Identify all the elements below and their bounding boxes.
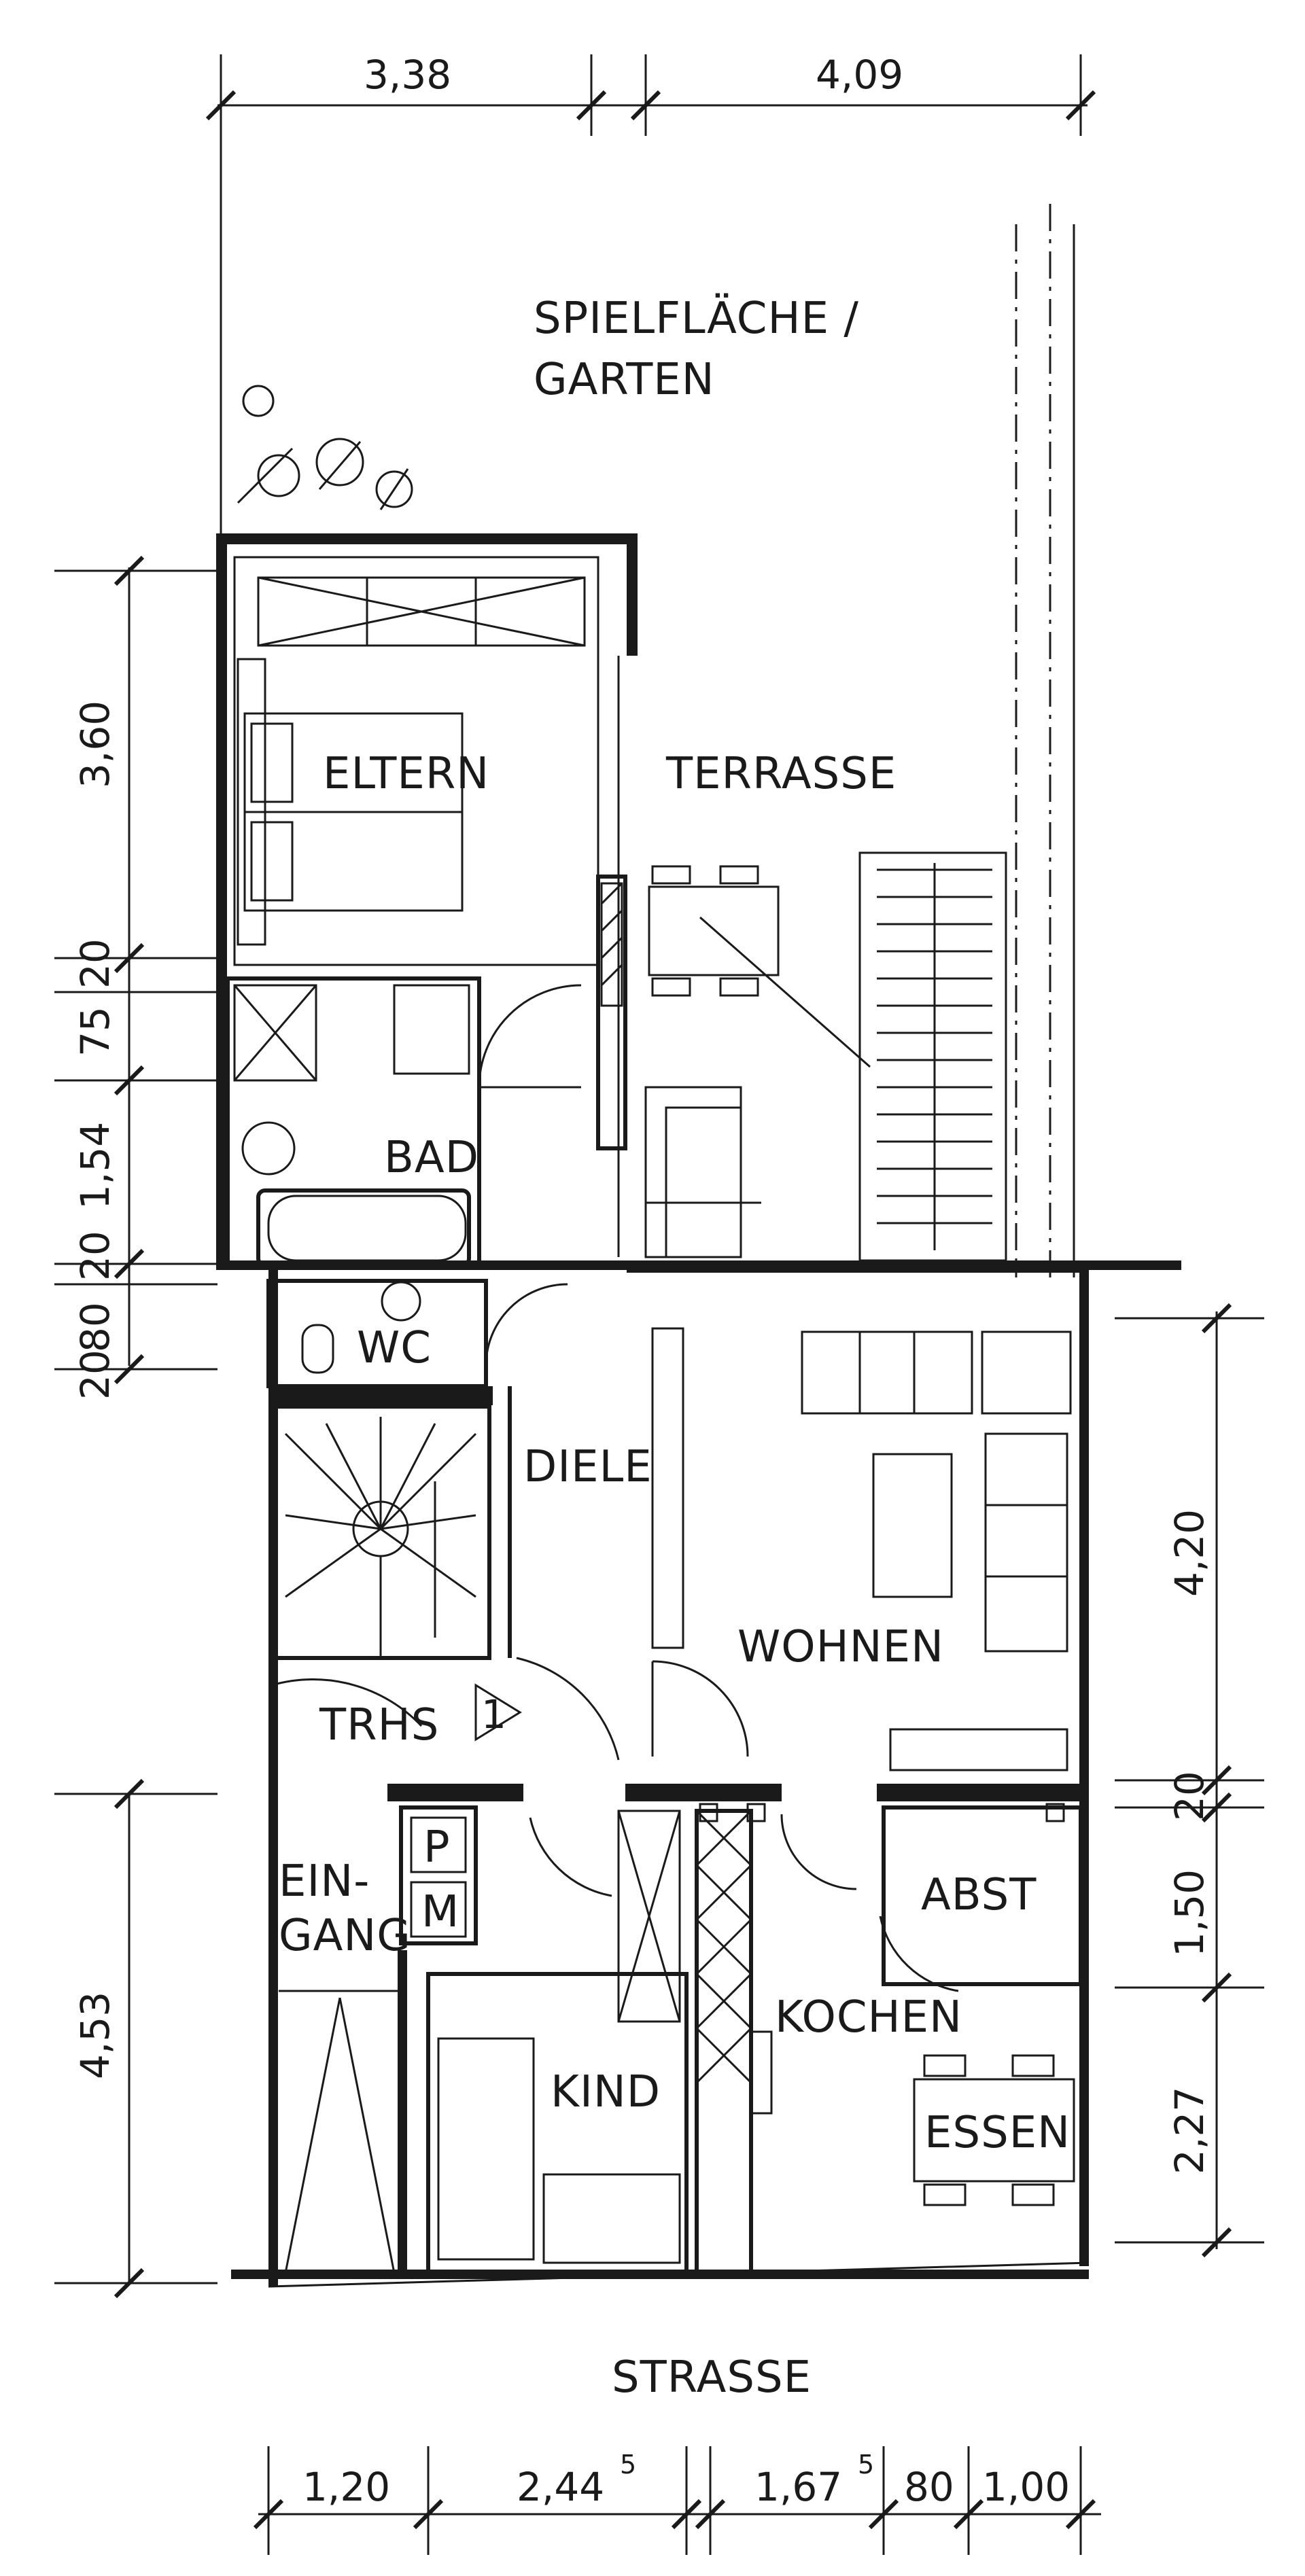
dim-left-6: 80 bbox=[72, 1302, 118, 1352]
label-essen: ESSEN bbox=[924, 2108, 1071, 2158]
label-wohnen: WOHNEN bbox=[737, 1622, 944, 1672]
dim-top-1: 3,38 bbox=[364, 52, 451, 98]
dim-right-3: 1,50 bbox=[1166, 1869, 1213, 1957]
dim-bottom-4: 80 bbox=[904, 2464, 954, 2510]
right-dimension-chain: 4,20 20 1,50 2,27 bbox=[1115, 1303, 1264, 2258]
room-kochen: KOCHEN bbox=[695, 1809, 962, 2275]
garden-label-line2: GARTEN bbox=[534, 355, 715, 405]
room-abst: ABST bbox=[879, 1805, 1083, 1992]
top-dimension-chain: 3,38 4,09 bbox=[205, 52, 1096, 224]
dim-bottom-1: 1,20 bbox=[302, 2464, 390, 2510]
left-dimension-chain: 3,60 20 75 1,54 20 80 20 4,53 bbox=[54, 555, 218, 2299]
dim-right-1: 4,20 bbox=[1166, 1509, 1213, 1597]
label-terrasse: TERRASSE bbox=[665, 749, 897, 799]
room-wc: WC bbox=[266, 1279, 568, 1388]
meter-m: M bbox=[421, 1887, 459, 1937]
street: STRASSE bbox=[612, 2352, 812, 2403]
dim-right-2: 20 bbox=[1166, 1771, 1213, 1821]
room-kind: KIND bbox=[426, 1810, 689, 2275]
garden-label-line1: SPIELFLÄCHE / bbox=[534, 293, 859, 344]
dim-bottom-5: 1,00 bbox=[982, 2464, 1070, 2510]
dim-left-4: 1,54 bbox=[72, 1122, 118, 1210]
dim-bottom-2: 2,44 bbox=[517, 2464, 604, 2510]
plant-icon bbox=[237, 385, 413, 510]
dim-left-7: 20 bbox=[72, 1349, 118, 1400]
label-abst: ABST bbox=[921, 1870, 1037, 1920]
step-marker: 1 bbox=[481, 1691, 506, 1737]
dim-left-1: 3,60 bbox=[72, 701, 118, 788]
label-kochen: KOCHEN bbox=[775, 1992, 962, 2043]
dim-left-8: 4,53 bbox=[72, 1992, 118, 2079]
dim-left-5: 20 bbox=[72, 1231, 118, 1281]
dim-left-3: 75 bbox=[72, 1006, 118, 1057]
label-eltern: ELTERN bbox=[323, 749, 489, 799]
label-diele: DIELE bbox=[523, 1442, 652, 1492]
meter-p: P bbox=[423, 1822, 451, 1873]
dim-right-4: 2,27 bbox=[1166, 2087, 1213, 2174]
cross-wall bbox=[387, 1784, 1081, 1822]
room-wohnen: WOHNEN bbox=[627, 1262, 1083, 1771]
garden-area: SPIELFLÄCHE / GARTEN bbox=[220, 204, 1075, 1277]
label-bad: BAD bbox=[384, 1133, 479, 1183]
dim-bottom-2-sup: 5 bbox=[620, 2450, 636, 2480]
room-bad: BAD bbox=[226, 976, 582, 1269]
bottom-dimension-chain: 1,20 2,44 5 1,67 5 80 1,00 bbox=[253, 2446, 1101, 2555]
label-trhs: TRHS bbox=[319, 1700, 439, 1750]
dim-bottom-3-sup: 5 bbox=[858, 2450, 874, 2480]
label-eingang-line1: EIN- bbox=[279, 1856, 370, 1907]
room-eingang: EIN- GANG P M bbox=[279, 1805, 478, 2276]
label-strasse: STRASSE bbox=[612, 2352, 812, 2403]
room-eltern: ELTERN bbox=[233, 556, 599, 966]
room-diele: DIELE bbox=[508, 1386, 652, 1658]
room-essen: ESSEN bbox=[913, 2054, 1075, 2206]
dim-left-2: 20 bbox=[72, 938, 118, 989]
stairwell-trhs: TRHS 1 bbox=[268, 1386, 620, 1761]
label-eingang-line2: GANG bbox=[279, 1911, 411, 1961]
label-wc: WC bbox=[357, 1323, 432, 1373]
dim-top-2: 4,09 bbox=[816, 52, 903, 98]
dim-bottom-3: 1,67 bbox=[754, 2464, 842, 2510]
label-kind: KIND bbox=[551, 2067, 661, 2117]
terrace: TERRASSE bbox=[596, 749, 1007, 1262]
